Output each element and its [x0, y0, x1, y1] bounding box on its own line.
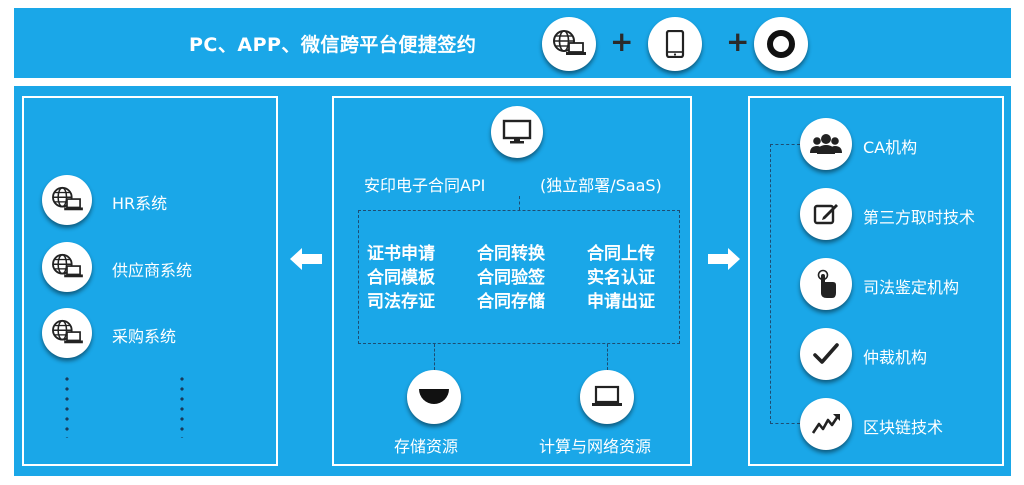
- connector-line: [519, 196, 520, 210]
- globe-laptop-icon: [542, 17, 596, 71]
- feature-box: 证书申请 合同模板 司法存证 合同转换 合同验签 合同存储 合同上传 实名认证 …: [358, 210, 680, 344]
- wechat-ring-icon: [754, 17, 808, 71]
- monitor-icon: [491, 106, 543, 158]
- feature-item: 证书申请: [367, 244, 435, 264]
- feature-item: 合同转换: [477, 244, 545, 264]
- connector-line: [607, 344, 608, 370]
- feature-item: 申请出证: [587, 292, 655, 312]
- feature-item: 合同验签: [477, 268, 545, 288]
- globe-laptop-icon: [42, 175, 92, 225]
- feature-column-3: 合同上传 实名认证 申请出证: [587, 242, 655, 314]
- checkmark-icon: [800, 328, 852, 380]
- system-label-hr: HR系统: [112, 194, 168, 213]
- arrow-left-icon: [290, 248, 322, 270]
- arrow-right-icon: [708, 248, 740, 270]
- storage-icon: [407, 370, 461, 424]
- api-label: 安印电子合同API: [364, 176, 486, 195]
- top-banner: PC、APP、微信跨平台便捷签约 + +: [14, 8, 1011, 78]
- continuation-dots: [180, 374, 184, 438]
- org-label-judicial: 司法鉴定机构: [863, 278, 960, 297]
- org-label-timestamp: 第三方取时技术: [863, 208, 976, 227]
- plus-sign: +: [610, 25, 634, 58]
- left-panel-business-systems: HR系统 供应商系统 采购系统: [22, 96, 278, 466]
- continuation-dots: [65, 374, 69, 438]
- system-label-procurement: 采购系统: [112, 327, 177, 346]
- tablet-icon: [648, 17, 702, 71]
- connector-line: [434, 344, 435, 370]
- banner-title: PC、APP、微信跨平台便捷签约: [189, 34, 477, 56]
- globe-laptop-icon: [42, 242, 92, 292]
- right-panel-trust-services: CA机构 第三方取时技术 司法鉴定机构 仲裁机构: [748, 96, 1004, 466]
- feature-item: 司法存证: [367, 292, 435, 312]
- plus-sign: +: [726, 25, 750, 58]
- deploy-label: (独立部署/SaaS): [540, 176, 662, 195]
- org-label-blockchain: 区块链技术: [863, 418, 944, 437]
- feature-item: 合同上传: [587, 244, 655, 264]
- feature-column-2: 合同转换 合同验签 合同存储: [477, 242, 545, 314]
- feature-item: 实名认证: [587, 268, 655, 288]
- tap-hand-icon: [800, 258, 852, 310]
- system-label-supplier: 供应商系统: [112, 261, 193, 280]
- bracket-line: [770, 144, 800, 424]
- feature-item: 合同模板: [367, 268, 435, 288]
- people-icon: [800, 118, 852, 170]
- feature-item: 合同存储: [477, 292, 545, 312]
- laptop-icon: [580, 370, 634, 424]
- org-label-arbitration: 仲裁机构: [863, 348, 928, 367]
- storage-label: 存储资源: [394, 437, 459, 456]
- center-panel-contract-api: 安印电子合同API (独立部署/SaaS) 证书申请 合同模板 司法存证 合同转…: [332, 96, 692, 466]
- trend-arrow-icon: [800, 398, 852, 450]
- edit-icon: [800, 188, 852, 240]
- compute-label: 计算与网络资源: [539, 437, 652, 456]
- architecture-diagram: HR系统 供应商系统 采购系统: [14, 86, 1011, 476]
- globe-laptop-icon: [42, 308, 92, 358]
- org-label-ca: CA机构: [863, 138, 918, 157]
- feature-column-1: 证书申请 合同模板 司法存证: [367, 242, 435, 314]
